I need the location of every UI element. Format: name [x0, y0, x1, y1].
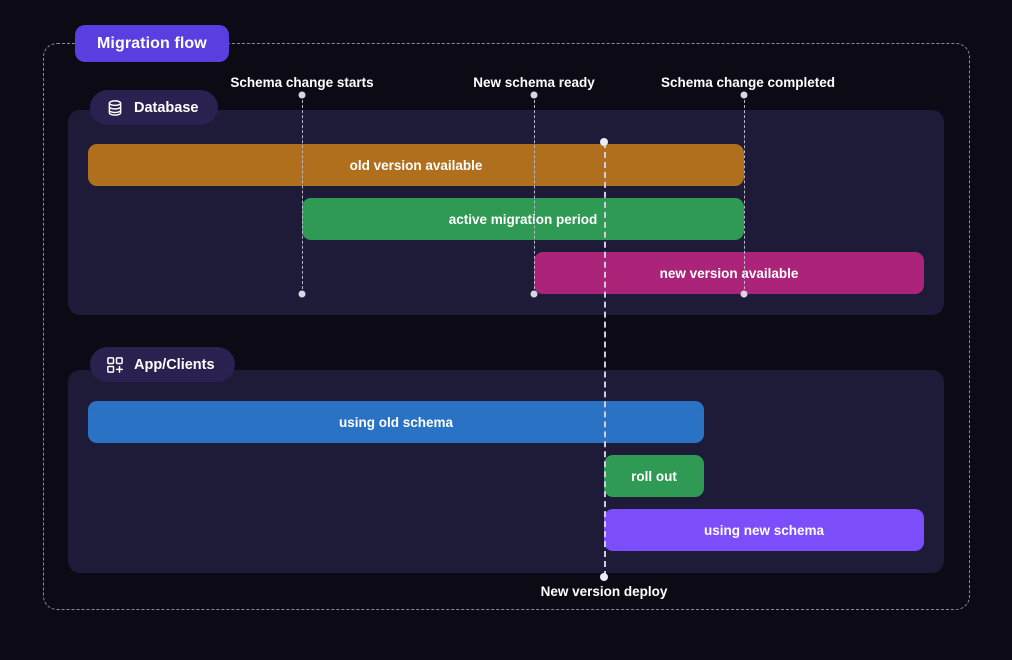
marker-dot-bottom-schema-change-starts: [298, 290, 306, 298]
bar-label-roll-out: roll out: [631, 468, 677, 484]
bar-using-old-schema[interactable]: using old schema: [88, 401, 704, 443]
deploy-dot-top: [600, 138, 608, 146]
bar-active-migration-period[interactable]: active migration period: [302, 198, 744, 240]
marker-dot-bottom-schema-change-completed: [740, 290, 748, 298]
deploy-dot-bottom: [600, 573, 608, 581]
marker-dot-bottom-new-schema-ready: [530, 290, 538, 298]
marker-dot-top-new-schema-ready: [530, 91, 538, 99]
deploy-label: New version deploy: [540, 584, 668, 599]
app-grid-plus-icon: [106, 356, 124, 374]
diagram-title-label: Migration flow: [97, 34, 207, 52]
app-clients-section-label: App/Clients: [134, 356, 215, 373]
bar-old-version-available[interactable]: old version available: [88, 144, 744, 186]
marker-dot-top-schema-change-completed: [740, 91, 748, 99]
database-section-pill: Database: [90, 90, 219, 125]
marker-label-schema-change-completed: Schema change completed: [660, 75, 836, 90]
bar-label-active-migration-period: active migration period: [448, 211, 598, 227]
marker-label-new-schema-ready: New schema ready: [473, 75, 595, 90]
bar-label-using-old-schema: using old schema: [338, 414, 454, 430]
marker-dot-top-schema-change-starts: [298, 91, 306, 99]
bar-roll-out[interactable]: roll out: [604, 455, 704, 497]
bar-label-old-version-available: old version available: [349, 157, 483, 173]
database-section-label: Database: [134, 99, 199, 116]
database-icon: [106, 99, 124, 117]
marker-label-schema-change-starts: Schema change starts: [230, 75, 374, 90]
bar-using-new-schema[interactable]: using new schema: [604, 509, 924, 551]
bar-new-version-available[interactable]: new version available: [534, 252, 924, 294]
app-clients-section-pill: App/Clients: [90, 347, 235, 382]
diagram-title-pill: Migration flow: [75, 25, 229, 62]
bar-label-new-version-available: new version available: [659, 265, 799, 281]
bar-label-using-new-schema: using new schema: [703, 522, 825, 538]
